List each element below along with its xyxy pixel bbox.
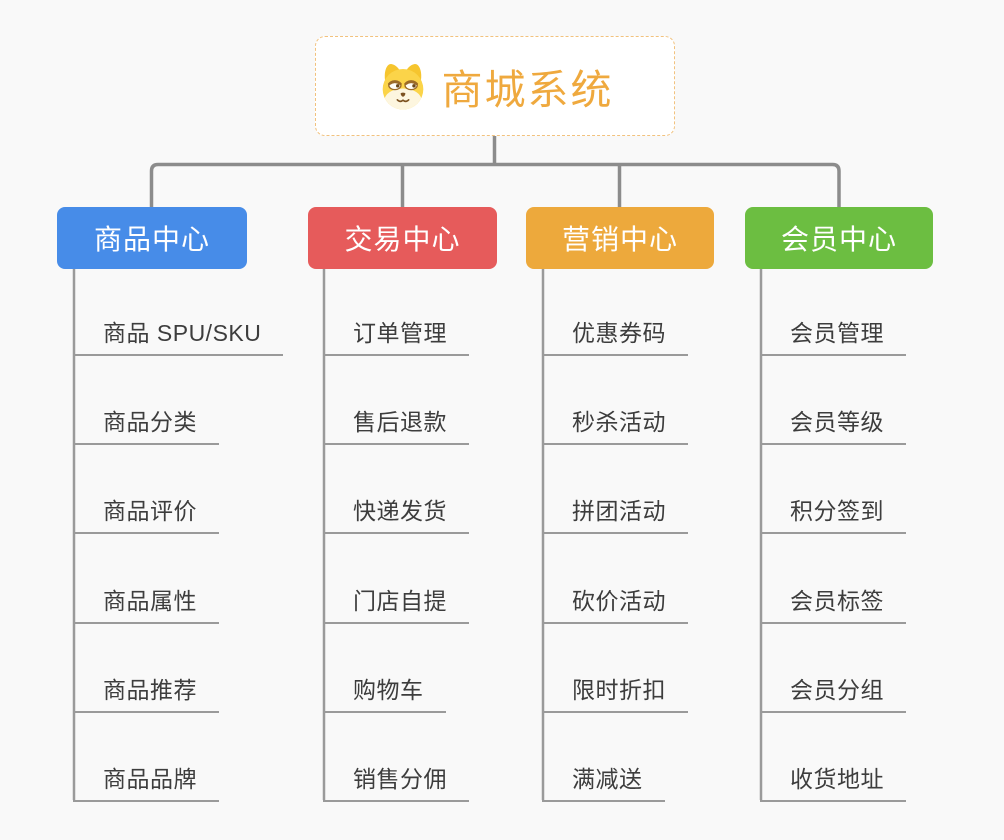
leaf-item[interactable]: 优惠券码 (542, 320, 688, 356)
root-node-mall-system[interactable]: 商城系统 (315, 36, 675, 136)
leaf-item[interactable]: 门店自提 (323, 588, 469, 624)
leaf-item[interactable]: 商品 SPU/SKU (73, 320, 284, 356)
leaf-item[interactable]: 快递发货 (323, 498, 469, 534)
leaf-item[interactable]: 积分签到 (760, 498, 906, 534)
branch-label: 营销中心 (561, 224, 678, 255)
branch-marketing-center[interactable]: 营销中心 (526, 207, 714, 269)
leaf-item[interactable]: 会员等级 (760, 409, 906, 445)
leaf-item[interactable]: 收货地址 (760, 766, 906, 802)
leaf-item[interactable]: 商品属性 (73, 588, 219, 624)
leaf-item[interactable]: 商品分类 (73, 409, 219, 445)
leaf-item[interactable]: 会员标签 (760, 588, 906, 624)
leaf-item[interactable]: 销售分佣 (323, 766, 469, 802)
leaf-item[interactable]: 拼团活动 (542, 498, 688, 534)
leaf-item[interactable]: 秒杀活动 (542, 409, 688, 445)
leaf-item[interactable]: 商品推荐 (73, 677, 219, 713)
leaf-item[interactable]: 会员管理 (760, 320, 906, 356)
root-title: 商城系统 (441, 67, 614, 113)
leaf-item[interactable]: 砍价活动 (542, 588, 688, 624)
branch-member-center[interactable]: 会员中心 (745, 207, 933, 269)
branch-product-center[interactable]: 商品中心 (57, 207, 247, 269)
dog-face-icon (382, 63, 423, 110)
leaf-item[interactable]: 满减送 (542, 766, 665, 802)
leaf-item[interactable]: 商品评价 (73, 498, 219, 534)
branch-label: 交易中心 (344, 224, 461, 255)
branch-trade-center[interactable]: 交易中心 (308, 207, 497, 269)
branch-label: 商品中心 (93, 224, 210, 255)
leaf-item[interactable]: 购物车 (323, 677, 446, 713)
leaf-item[interactable]: 会员分组 (760, 677, 906, 713)
leaf-item[interactable]: 限时折扣 (542, 677, 688, 713)
leaf-item[interactable]: 订单管理 (323, 320, 469, 356)
leaf-item[interactable]: 售后退款 (323, 409, 469, 445)
leaf-item[interactable]: 商品品牌 (73, 766, 219, 802)
branch-label: 会员中心 (780, 224, 897, 255)
